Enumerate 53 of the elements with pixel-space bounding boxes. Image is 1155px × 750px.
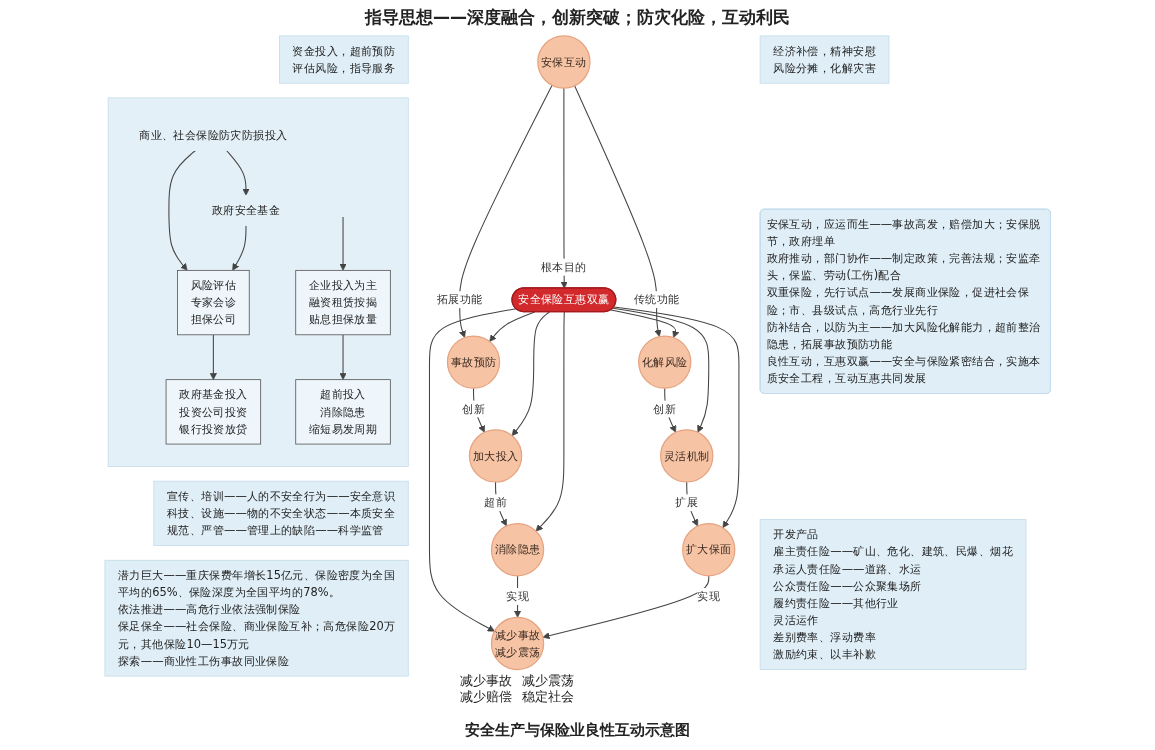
arrow — [513, 575, 521, 618]
node-box: 开发产品 雇主责任险——矿山、危化、建筑、民爆、烟花 承运人责任险——道路、水运 公众责任险——公众聚集场所 履约责任险——其他行业 灵活运作 差别费率、浮动费率 激励约束、以丰补歉 — [759, 519, 1027, 670]
arrow — [458, 84, 553, 338]
node-box: 政府基金投入 投资公司投资 银行投资放贷 — [165, 379, 261, 445]
node-box: 经济补偿，精神安慰 风险分摊，化解灾害 — [759, 35, 890, 84]
node-circle: 灵活机制 — [659, 429, 714, 483]
arrow — [489, 311, 535, 342]
node-box: 宣传、培训——人的不安全行为——安全意识 科技、设施——物的不安全状态——本质安全 规范、严管——管理上的缺陷——科学监管 — [153, 480, 409, 547]
node-circle: 扩大保面 — [681, 523, 736, 577]
node-text: 政府安全基金 — [211, 203, 281, 217]
edge-label: 扩展 — [675, 495, 698, 509]
node-text: 商业、社会保险防灾防损投入 — [138, 128, 288, 142]
arrow — [339, 334, 347, 380]
node-caption: 减少赔偿 — [460, 688, 513, 705]
node-circle: 加大投入 — [468, 429, 523, 483]
node-circle: 减少事故 减少震荡 — [490, 616, 545, 671]
node-caption: 减少事故 — [460, 672, 513, 689]
arrow — [613, 306, 740, 529]
edge-label: 拓展功能 — [436, 292, 483, 306]
node-caption: 稳定社会 — [522, 688, 575, 705]
edge-label: 实现 — [505, 589, 529, 603]
edge-label: 实现 — [697, 589, 720, 603]
arrow — [535, 311, 565, 532]
node-box: 潜力巨大——重庆保费年增长15亿元、保险密度为全国平均的65%、保险深度为全国平均的78%。 依法推进——高危行业依法强制保险 保足保全——社会保险、商业保险互补；高危保险20万元，其他保险10—15万元 探索——商业性工伤事故同业保险 — [104, 559, 409, 677]
node-box: 超前投入 消除隐患 缩短易发周期 — [295, 379, 391, 445]
edge-label: 创新 — [653, 402, 676, 416]
arrow — [232, 225, 247, 271]
node-circle: 事故预防 — [446, 335, 501, 389]
cluster — [107, 97, 409, 467]
arrow — [560, 87, 568, 289]
arrow — [225, 149, 250, 196]
arrow — [610, 309, 679, 338]
diagram-caption: 安全生产与保险业良性互动示意图 — [465, 721, 690, 740]
edge-label: 创新 — [461, 402, 485, 416]
arrow — [209, 334, 217, 380]
node-circle: 安保互动 — [537, 35, 591, 89]
edge-label: 根本目的 — [540, 260, 587, 274]
node-caption: 减少震荡 — [522, 672, 575, 689]
node-box: 企业投入为主 融资租赁按揭 贴息担保放量 — [295, 269, 391, 336]
arrow — [686, 481, 698, 527]
edge-label: 超前 — [483, 495, 507, 509]
node-circle: 消除隐患 — [490, 523, 545, 577]
arrow — [339, 216, 347, 271]
arrow — [542, 575, 710, 640]
node-box: 风险评估 专家会诊 担保公司 — [176, 269, 250, 336]
node-box: 资金投入，超前预防 评估风险，指导服务 — [278, 35, 409, 84]
node-circle: 化解风险 — [637, 335, 692, 389]
arrow — [573, 85, 662, 337]
arrow — [511, 311, 550, 436]
arrow — [168, 149, 196, 271]
arrow — [428, 308, 517, 632]
diagram-title: 指导思想——深度融合，创新突破；防灾化险，互动利民 — [365, 6, 790, 29]
edge-label: 传统功能 — [633, 292, 680, 306]
